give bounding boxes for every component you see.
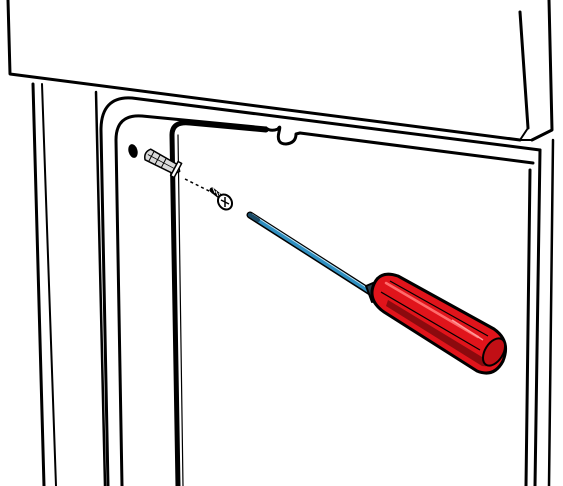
screwdriver: [250, 214, 510, 373]
screwdriver-shaft: [250, 214, 372, 293]
screw: [212, 188, 235, 212]
left-frame: [33, 84, 105, 486]
screwdriver-handle: [372, 274, 510, 373]
drill-hole: [127, 143, 139, 159]
upper-cabinet: [8, 0, 552, 140]
door-panel: [172, 123, 530, 486]
panel-frame: [101, 98, 540, 486]
right-frame: [535, 140, 553, 486]
wall-anchor: [142, 146, 184, 178]
